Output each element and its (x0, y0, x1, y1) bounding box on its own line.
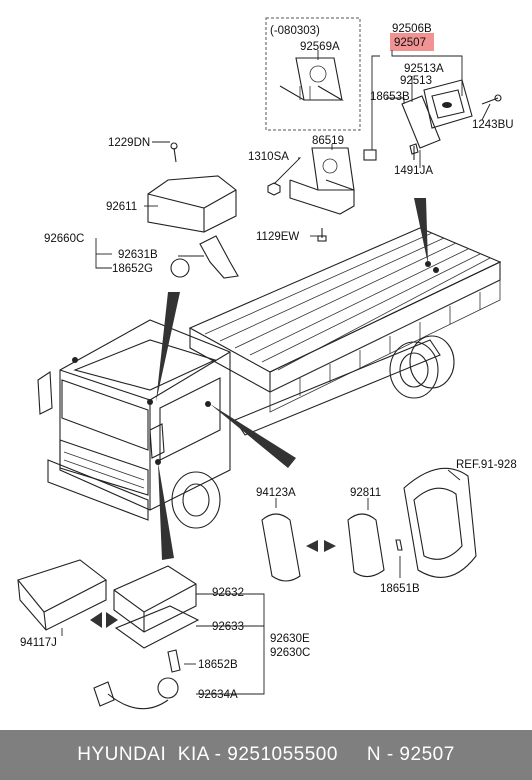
truck-illustration (37, 227, 502, 529)
room-lamp-assembly (17, 559, 265, 710)
part-number-footer: HYUNDAI KIA - 9251055500 N - 92507 (0, 730, 532, 780)
label-18652B: 18652B (198, 659, 238, 671)
label-1491JA: 1491JA (394, 165, 433, 177)
label-92630C: 92630C (270, 647, 310, 659)
label-18651B: 18651B (380, 583, 420, 595)
label-1229DN: 1229DN (108, 137, 150, 149)
label-1129EW: 1129EW (256, 231, 299, 243)
callout-pointers (156, 198, 428, 560)
label-1243BU: 1243BU (472, 119, 514, 131)
label-ref-91-928: REF.91-928 (456, 459, 517, 471)
label-92630E: 92630E (270, 633, 310, 645)
label-92507: 92507 (394, 37, 426, 49)
label-86519: 86519 (312, 135, 344, 147)
part-labels: (-080303) 92506B 92507 92569A 92513A 925… (20, 23, 517, 701)
side-marker-lamp (261, 467, 477, 582)
label-92513: 92513 (400, 75, 432, 87)
label-94123A: 94123A (256, 487, 296, 499)
license-lamp-assembly (265, 17, 502, 242)
variant-range-label: (-080303) (270, 25, 320, 37)
label-92611: 92611 (106, 201, 137, 213)
label-94117J: 94117J (20, 637, 57, 649)
label-92634A: 92634A (198, 689, 238, 701)
label-92633: 92633 (212, 621, 244, 633)
label-92632: 92632 (212, 587, 244, 599)
label-92811: 92811 (350, 487, 381, 499)
label-92660C: 92660C (44, 233, 84, 245)
label-92513A: 92513A (404, 63, 444, 75)
label-92506B: 92506B (392, 23, 432, 35)
parts-diagram: (-080303) 92506B 92507 92569A 92513A 925… (17, 17, 517, 710)
label-18652G: 18652G (112, 263, 153, 275)
roof-marker-lamp-assembly (95, 141, 239, 279)
label-18653B: 18653B (370, 91, 410, 103)
highlight-box (390, 33, 434, 51)
label-92631B: 92631B (118, 249, 158, 261)
label-1310SA: 1310SA (248, 151, 289, 163)
label-92569A: 92569A (300, 41, 340, 53)
